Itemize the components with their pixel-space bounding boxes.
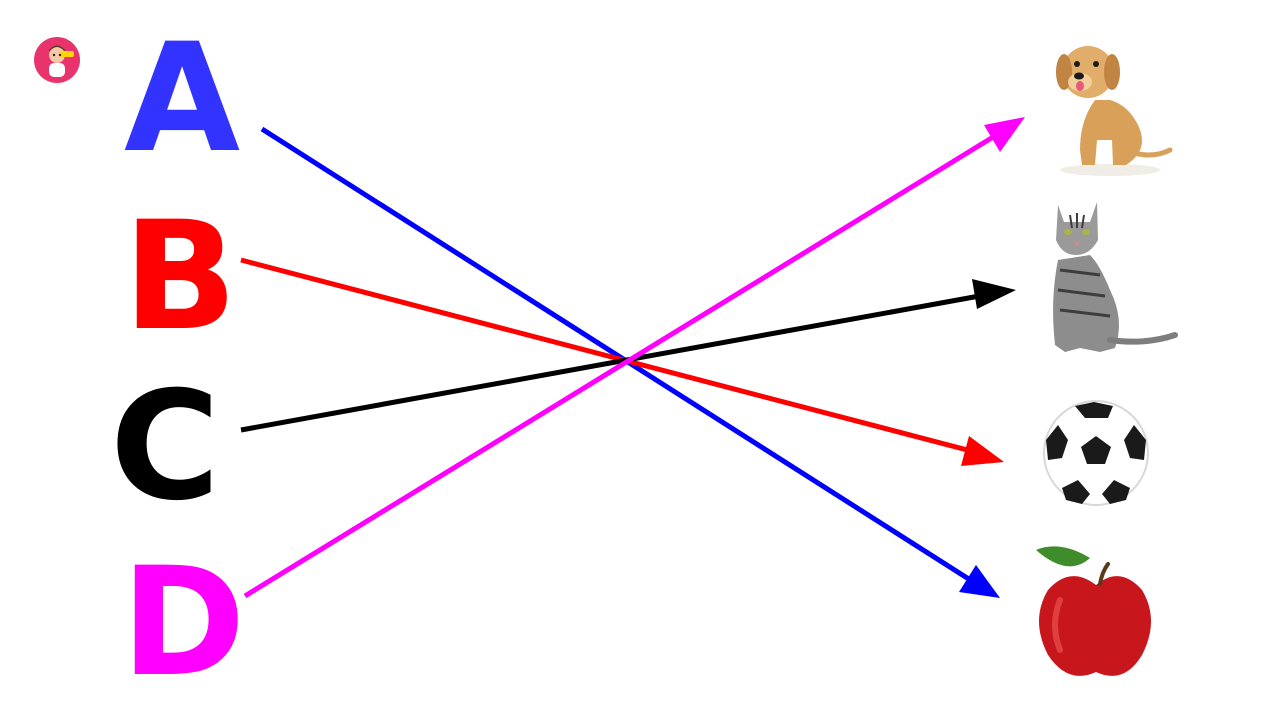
arrowhead-icon — [959, 565, 1000, 598]
apple-icon — [1036, 546, 1151, 676]
arrowhead-icon — [961, 436, 1004, 466]
connection-a-apple — [260, 126, 1000, 598]
arrowhead-icon — [972, 279, 1016, 309]
dog-icon — [1056, 46, 1173, 176]
channel-logo-icon — [34, 37, 80, 83]
letter-a: A — [124, 12, 241, 186]
soccer-ball-icon — [1043, 400, 1149, 506]
letter-d: D — [121, 536, 246, 710]
connection-b-ball — [240, 257, 1004, 466]
connection-c-cat — [240, 279, 1016, 433]
letter-c: C — [110, 360, 221, 534]
arrowhead-icon — [984, 117, 1025, 152]
letter-b: B — [123, 190, 238, 364]
cat-icon — [1053, 202, 1178, 352]
connection-d-dog — [243, 117, 1025, 599]
